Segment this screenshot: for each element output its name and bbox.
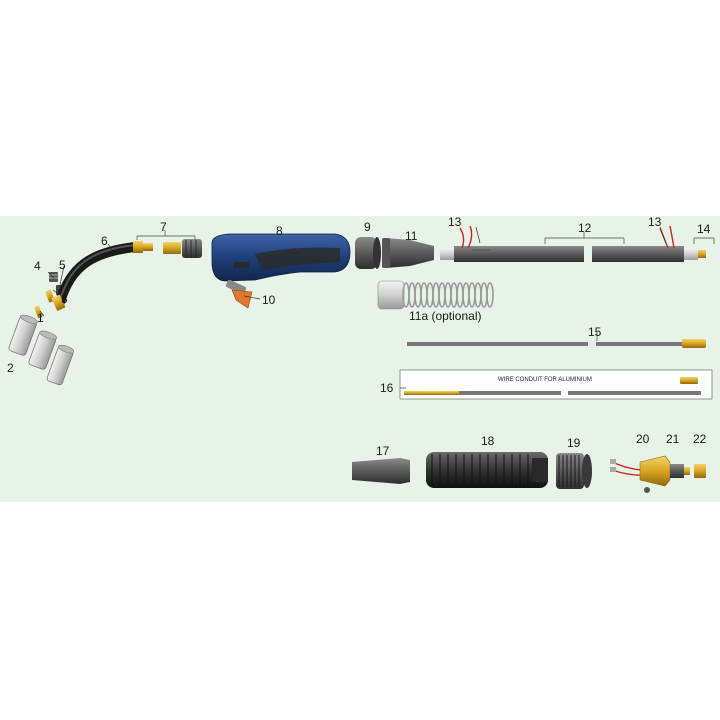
- cable-support-part-11: [382, 238, 434, 268]
- callout-4: 4: [34, 259, 41, 273]
- swan-neck-part-6: [51, 241, 153, 312]
- nut-part-19: [556, 453, 592, 489]
- callout-8: 8: [276, 224, 283, 238]
- cone-part-17: [352, 458, 410, 484]
- nozzle-part-2: [8, 314, 75, 386]
- callout-20: 20: [636, 432, 650, 446]
- callout-11a: 11a (optional): [409, 309, 482, 323]
- ring-part-9: [355, 237, 381, 269]
- coupling-part-7: [136, 230, 202, 258]
- callout-1: 1: [37, 311, 44, 325]
- contact-tip-part-1: [34, 305, 43, 319]
- bracket-part-14: [693, 237, 715, 244]
- callout-2: 2: [7, 361, 14, 375]
- liner-part-15: [407, 332, 706, 348]
- callout-16: 16: [380, 381, 394, 395]
- callout-5: 5: [59, 258, 66, 272]
- callout-21: 21: [666, 432, 680, 446]
- grip-part-18: [426, 452, 548, 488]
- wire-conduit-caption: WIRE CONDUIT FOR ALUMINIUM: [498, 377, 592, 383]
- callout-6: 6: [101, 234, 108, 248]
- callout-22: 22: [693, 432, 707, 446]
- callout-17: 17: [376, 444, 390, 458]
- spring-coil: [486, 282, 494, 308]
- brass-fitting-part-22: [694, 464, 706, 478]
- callout-11: 11: [405, 229, 418, 243]
- central-adaptor-part-20-21: [610, 455, 690, 493]
- callout-18: 18: [481, 434, 495, 448]
- callout-10: 10: [262, 293, 276, 307]
- spring-part-4: [49, 272, 58, 282]
- trigger-part-10: [225, 279, 253, 309]
- callout-9: 9: [364, 220, 371, 234]
- callout-14: 14: [697, 222, 711, 236]
- callout-7: 7: [160, 220, 167, 234]
- callout-12: 12: [578, 221, 592, 235]
- control-wires-part-13-left: [459, 225, 490, 251]
- callout-19: 19: [567, 436, 581, 450]
- callout-3: 3: [61, 292, 68, 306]
- callout-15: 15: [588, 325, 602, 339]
- conduit-box-part-16: [399, 369, 713, 400]
- callout-13-left: 13: [448, 215, 462, 229]
- callout-13-right: 13: [648, 215, 662, 229]
- cable-part-12: [440, 232, 706, 262]
- spring-support-part-11a: [377, 280, 494, 310]
- handle-part-8: [211, 233, 351, 282]
- leader-lines: [39, 226, 667, 389]
